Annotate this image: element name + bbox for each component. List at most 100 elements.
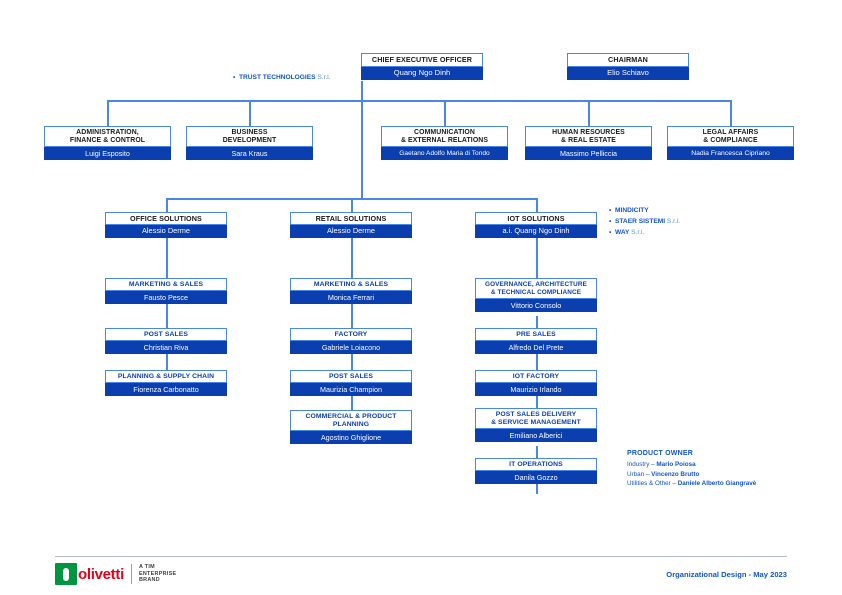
- connector-iot-chain-2: [536, 316, 538, 328]
- node-iot-governance-architecture-technical-compliance[interactable]: GOVERNANCE, ARCHITECTURE& TECHNICAL COMP…: [475, 278, 597, 312]
- olivetti-square-icon: [55, 563, 77, 585]
- bullet-icon: •: [233, 74, 236, 81]
- connector-retail-chain-2: [351, 304, 353, 328]
- node-title: FACTORY: [290, 328, 412, 341]
- subsidiary-item: •WAY S.r.l.: [609, 227, 680, 238]
- connector-retail-chain-3: [351, 354, 353, 370]
- node-iot-factory[interactable]: IOT FACTORY Maurizio Irlando: [475, 370, 597, 396]
- title-line-1: GOVERNANCE, ARCHITECTURE: [485, 281, 587, 289]
- logo-divider: [130, 564, 132, 584]
- node-retail-marketing-sales[interactable]: MARKETING & SALES Monica Ferrari: [290, 278, 412, 304]
- product-owner-row: Urban – Vincenzo Brutto: [627, 470, 756, 480]
- node-title: HUMAN RESOURCES& REAL ESTATE: [525, 126, 652, 147]
- node-person: Agostino Ghiglione: [290, 431, 412, 444]
- node-person: Nadia Francesca Cipriano: [667, 147, 794, 160]
- product-owner-label: Industry –: [627, 461, 657, 468]
- product-owner-name: Mario Poiosa: [656, 461, 696, 468]
- node-title: LEGAL AFFAIRS& COMPLIANCE: [667, 126, 794, 147]
- connector-iot-chain-6: [536, 484, 538, 494]
- node-person: Alessio Derme: [290, 225, 412, 238]
- connector-drop-dept-2: [249, 100, 251, 126]
- node-person: Gabriele Loiacono: [290, 341, 412, 354]
- ceo-subsidiary-list: •TRUST TECHNOLOGIES S.r.l.: [233, 72, 331, 83]
- subsidiary-suffix: S.r.l.: [666, 218, 681, 225]
- node-iot-solutions[interactable]: IOT SOLUTIONS a.i. Quang Ngo Dinh: [475, 212, 597, 238]
- node-title: POST SALES: [290, 370, 412, 383]
- node-person: Gaetano Adolfo Maria di Tondo: [381, 147, 508, 160]
- connector-drop-solution-3: [536, 198, 538, 212]
- title-line-2: FINANCE & CONTROL: [69, 136, 146, 144]
- title-line-1: ADMINISTRATION,: [76, 128, 139, 136]
- product-owner-row: Utilities & Other – Daniele Alberto Gian…: [627, 479, 756, 489]
- node-person: Alfredo Del Prete: [475, 341, 597, 354]
- title-line-2: & EXTERNAL RELATIONS: [400, 136, 489, 144]
- connector-drop-dept-3: [444, 100, 446, 126]
- node-person: Massimo Pelliccia: [525, 147, 652, 160]
- title-line-1: BUSINESS: [231, 128, 268, 136]
- product-owner-label: Utilities & Other –: [627, 480, 678, 487]
- node-iot-it-operations[interactable]: IT OPERATIONS Danila Gozzo: [475, 458, 597, 484]
- node-office-post-sales[interactable]: POST SALES Christian Riva: [105, 328, 227, 354]
- bullet-icon: •: [609, 218, 612, 225]
- node-person: Monica Ferrari: [290, 291, 412, 304]
- node-title: RETAIL SOLUTIONS: [290, 212, 412, 225]
- subsidiary-label: MINDICITY: [615, 207, 649, 214]
- product-owner-note: PRODUCT OWNER Industry – Mario Poiosa Ur…: [627, 450, 756, 489]
- connector-iot-chain-4: [536, 396, 538, 408]
- connector-drop-dept-5: [730, 100, 732, 126]
- node-person: Emiliano Alberici: [475, 429, 597, 442]
- node-person: Christian Riva: [105, 341, 227, 354]
- connector-dept-bus: [107, 100, 731, 102]
- node-title: OFFICE SOLUTIONS: [105, 212, 227, 225]
- connector-office-chain-2: [166, 304, 168, 328]
- node-human-resources-real-estate[interactable]: HUMAN RESOURCES& REAL ESTATE Massimo Pel…: [525, 126, 652, 160]
- olivetti-logo: olivetti A TIM ENTERPRISE BRAND: [55, 563, 176, 585]
- node-legal-affairs-compliance[interactable]: LEGAL AFFAIRS& COMPLIANCE Nadia Francesc…: [667, 126, 794, 160]
- connector-retail-chain-4: [351, 396, 353, 410]
- node-title: IOT FACTORY: [475, 370, 597, 383]
- title-line-2: & TECHNICAL COMPLIANCE: [490, 288, 582, 296]
- node-retail-solutions[interactable]: RETAIL SOLUTIONS Alessio Derme: [290, 212, 412, 238]
- node-iot-post-sales-delivery-service-management[interactable]: POST SALES DELIVERY& SERVICE MANAGEMENT …: [475, 408, 597, 442]
- tim-brand-tagline: A TIM ENTERPRISE BRAND: [139, 564, 176, 583]
- node-office-marketing-sales[interactable]: MARKETING & SALES Fausto Pesce: [105, 278, 227, 304]
- bullet-icon: •: [609, 207, 612, 214]
- connector-iot-chain-3: [536, 354, 538, 370]
- node-title: PRE SALES: [475, 328, 597, 341]
- node-office-planning-supply-chain[interactable]: PLANNING & SUPPLY CHAIN Fiorenza Carbona…: [105, 370, 227, 396]
- node-iot-pre-sales[interactable]: PRE SALES Alfredo Del Prete: [475, 328, 597, 354]
- node-person: Danila Gozzo: [475, 471, 597, 484]
- subsidiary-label: STAER SISTEMI: [615, 218, 666, 225]
- connector-retail-chain-1: [351, 238, 353, 278]
- subsidiary-label: WAY: [615, 229, 630, 236]
- connector-iot-chain-5: [536, 446, 538, 458]
- node-title: POST SALES: [105, 328, 227, 341]
- node-chief-executive-officer[interactable]: CHIEF EXECUTIVE OFFICER Quang Ngo Dinh: [361, 53, 483, 80]
- connector-drop-solution-1: [166, 198, 168, 212]
- node-person: Quang Ngo Dinh: [361, 67, 483, 80]
- title-line-2: & COMPLIANCE: [703, 136, 758, 144]
- title-line-2: DEVELOPMENT: [222, 136, 277, 144]
- title-line-2: PLANNING: [332, 420, 370, 428]
- node-title: POST SALES DELIVERY& SERVICE MANAGEMENT: [475, 408, 597, 429]
- node-chairman[interactable]: CHAIRMAN Elio Schiavo: [567, 53, 689, 80]
- node-retail-post-sales[interactable]: POST SALES Maurizia Champion: [290, 370, 412, 396]
- node-office-solutions[interactable]: OFFICE SOLUTIONS Alessio Derme: [105, 212, 227, 238]
- footer-divider: [55, 556, 787, 557]
- tagline-line-3: BRAND: [138, 577, 160, 584]
- subsidiary-item: •TRUST TECHNOLOGIES S.r.l.: [233, 72, 331, 83]
- node-title: ADMINISTRATION,FINANCE & CONTROL: [44, 126, 171, 147]
- connector-drop-dept-4: [588, 100, 590, 126]
- node-communication-external-relations[interactable]: COMMUNICATION& EXTERNAL RELATIONS Gaetan…: [381, 126, 508, 160]
- node-retail-factory[interactable]: FACTORY Gabriele Loiacono: [290, 328, 412, 354]
- product-owner-name: Daniele Alberto Giangravè: [677, 480, 757, 487]
- product-owner-row: Industry – Mario Poiosa: [627, 460, 756, 470]
- product-owner-name: Vincenzo Brutto: [651, 470, 700, 478]
- node-administration-finance-control[interactable]: ADMINISTRATION,FINANCE & CONTROL Luigi E…: [44, 126, 171, 160]
- connector-office-chain-1: [166, 238, 168, 278]
- subsidiary-item: •STAER SISTEMI S.r.l.: [609, 216, 680, 227]
